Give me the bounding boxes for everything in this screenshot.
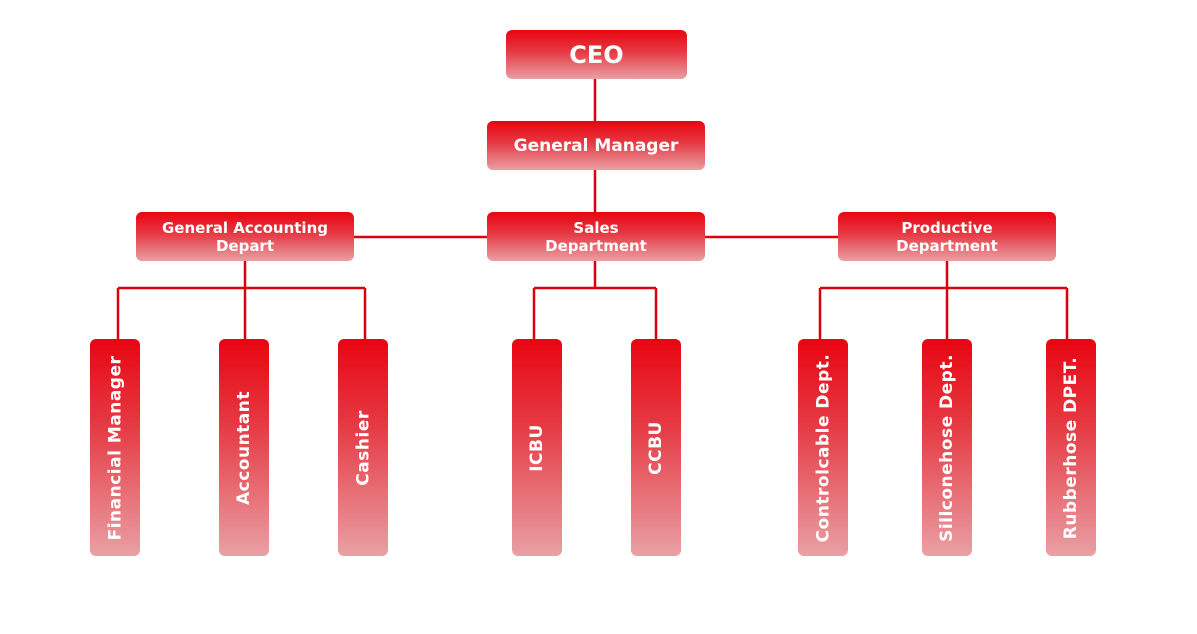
financial-manager-label: Financial Manager	[104, 355, 125, 540]
financial-manager-box: Financial Manager	[90, 339, 140, 556]
icbu-label: ICBU	[526, 423, 547, 472]
rubberhose-dept-label: Rubberhose DPET.	[1061, 356, 1082, 539]
sillconehose-dept-box: Sillconehose Dept.	[922, 339, 972, 556]
ceo-label: CEO	[569, 40, 624, 69]
accounting-department-box: General Accounting Depart	[136, 212, 354, 261]
ccbu-box: CCBU	[631, 339, 681, 556]
ceo-box: CEO	[506, 30, 687, 79]
accountant-box: Accountant	[219, 339, 269, 556]
sales-department-label: Sales Department	[545, 218, 647, 255]
controlcable-dept-box: Controlcable Dept.	[798, 339, 848, 556]
cashier-box: Cashier	[338, 339, 388, 556]
productive-department-box: Productive Department	[838, 212, 1056, 261]
sillconehose-dept-label: Sillconehose Dept.	[936, 353, 957, 542]
icbu-box: ICBU	[512, 339, 562, 556]
sales-department-box: Sales Department	[487, 212, 705, 261]
cashier-label: Cashier	[353, 409, 374, 486]
general-manager-label: General Manager	[513, 135, 679, 156]
rubberhose-dept-box: Rubberhose DPET.	[1046, 339, 1096, 556]
accountant-label: Accountant	[234, 390, 255, 505]
ccbu-label: CCBU	[645, 420, 666, 475]
productive-department-label: Productive Department	[896, 218, 998, 255]
general-manager-box: General Manager	[487, 121, 705, 170]
controlcable-dept-label: Controlcable Dept.	[812, 353, 833, 542]
accounting-department-label: General Accounting Depart	[161, 218, 328, 255]
